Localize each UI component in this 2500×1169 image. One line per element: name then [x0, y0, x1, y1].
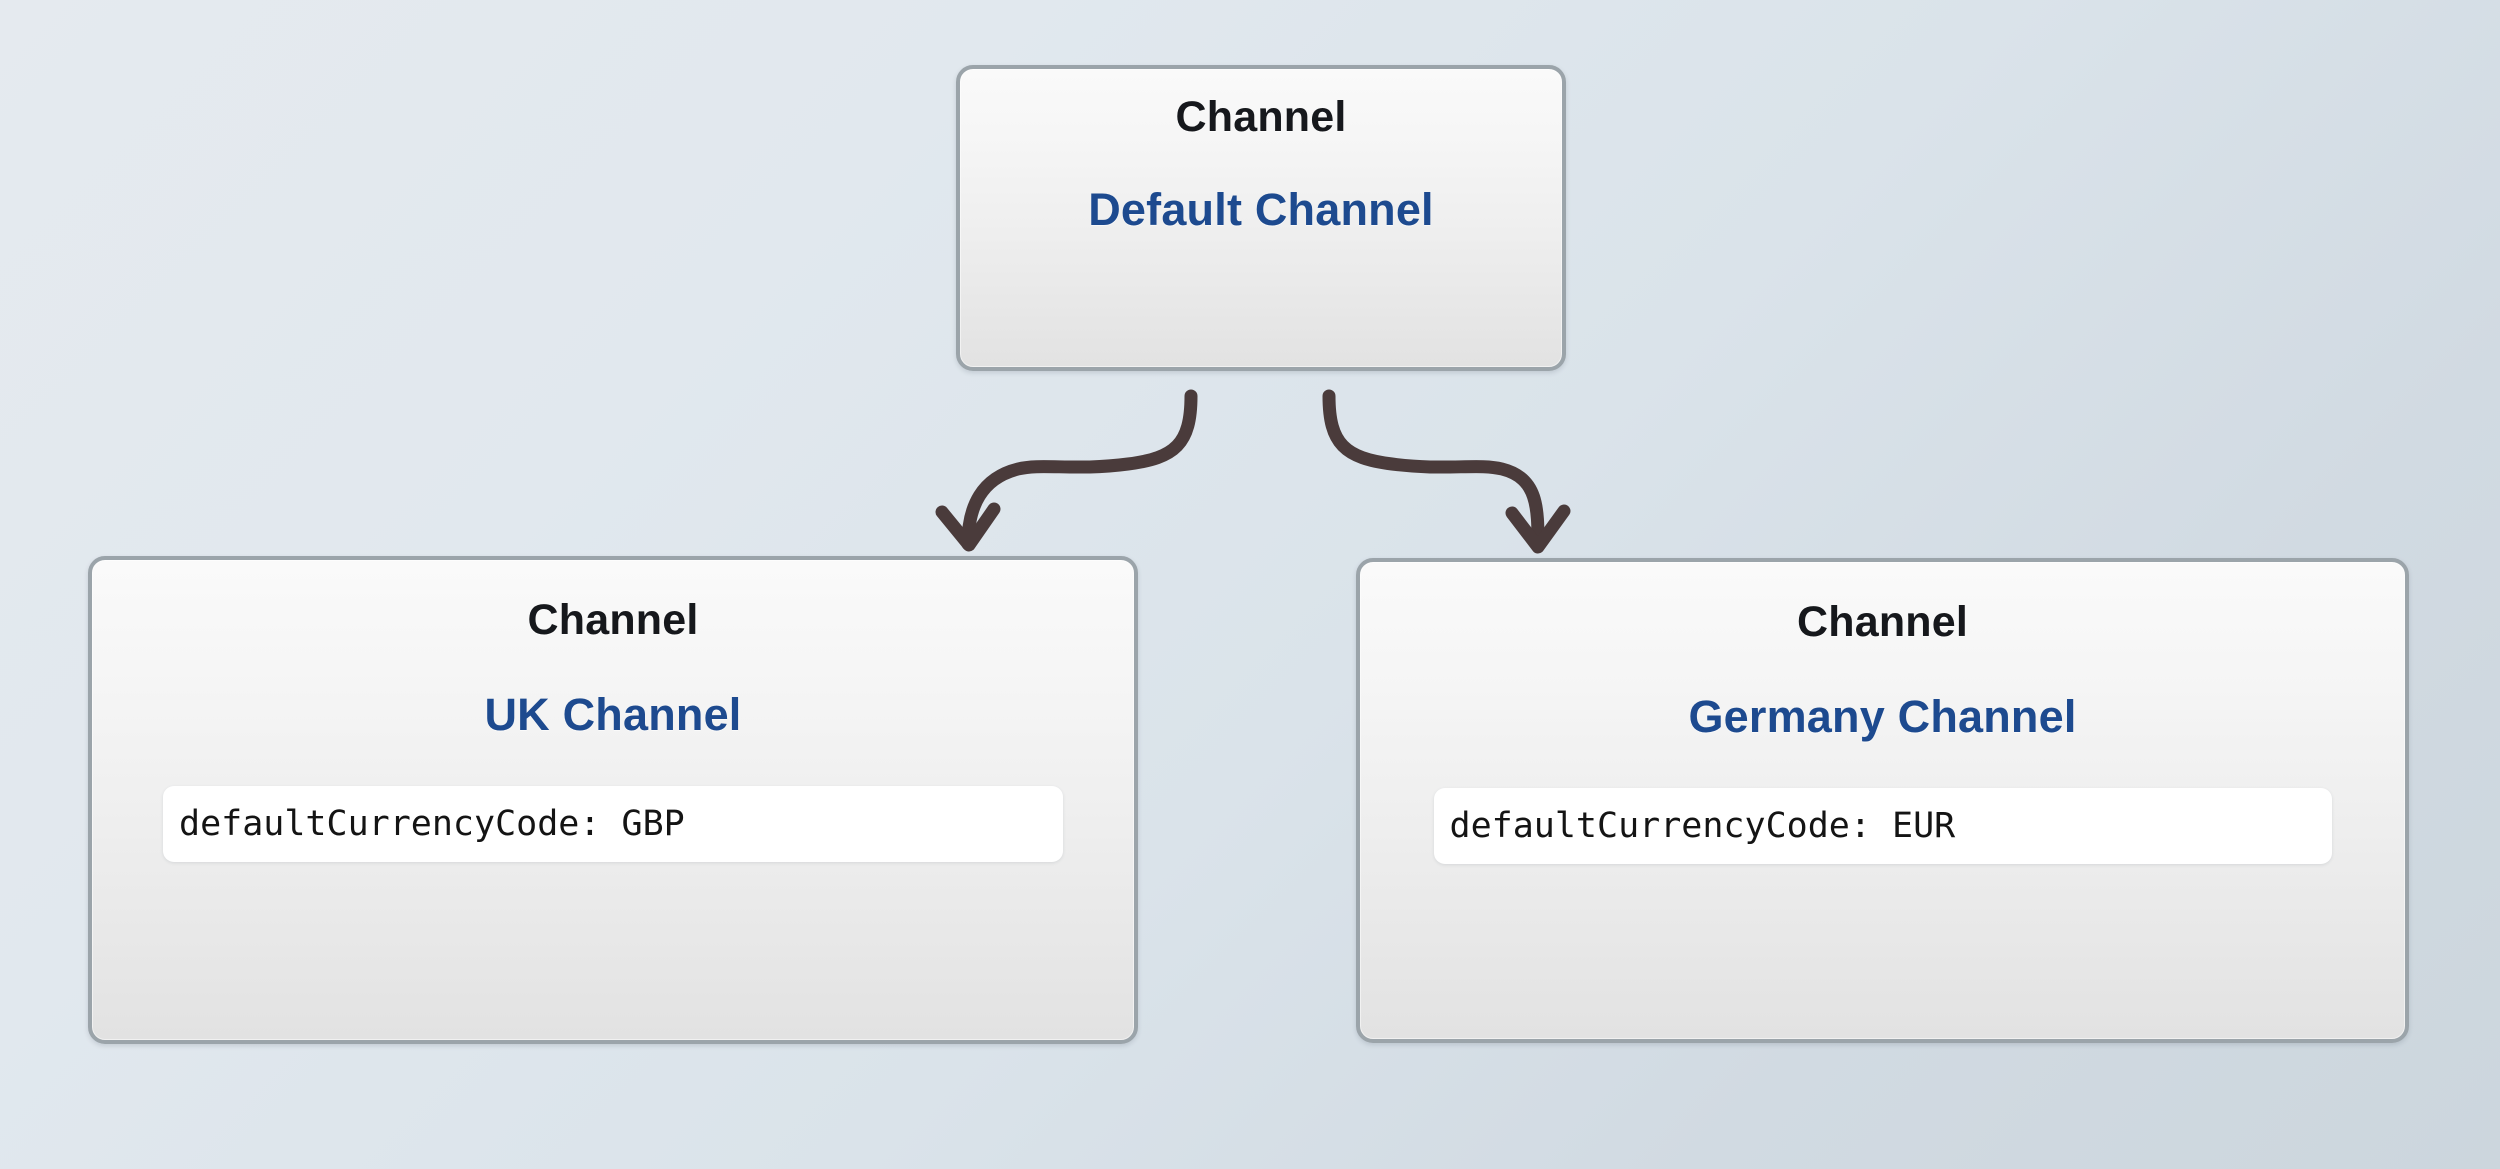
arrowhead-icon — [935, 502, 1001, 552]
property-chip: defaultCurrencyCode: EUR — [1433, 788, 2332, 864]
node-germany-channel[interactable]: Channel Germany Channel defaultCurrencyC… — [1356, 558, 2409, 1043]
node-default-channel[interactable]: Channel Default Channel — [956, 65, 1566, 371]
edge-path — [1322, 389, 1545, 553]
edge-path — [961, 389, 1198, 551]
edge-default-to-germany — [1322, 389, 1571, 554]
node-uk-channel[interactable]: Channel UK Channel defaultCurrencyCode: … — [88, 556, 1138, 1044]
node-type-label: Channel — [527, 596, 699, 644]
edge-default-to-uk — [935, 389, 1198, 552]
property-list: defaultCurrencyCode: GBP — [92, 786, 1134, 862]
node-type-label: Channel — [1175, 93, 1347, 141]
property-chip: defaultCurrencyCode: GBP — [163, 786, 1063, 862]
property-list: defaultCurrencyCode: EUR — [1360, 788, 2405, 864]
node-type-label: Channel — [1796, 598, 1969, 646]
node-name-label: Germany Channel — [1688, 691, 2077, 742]
node-name-label: Default Channel — [1088, 184, 1434, 235]
node-name-label: UK Channel — [484, 689, 742, 740]
arrowhead-icon — [1505, 504, 1571, 554]
